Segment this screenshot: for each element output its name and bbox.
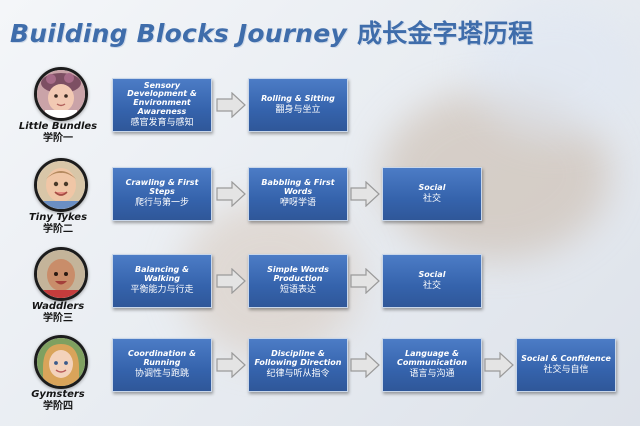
step-label: Sensory Development & Environment Awaren… [127,80,197,116]
level-name: Gymsters [31,389,85,400]
step-label-zh: 社交 [422,193,441,204]
arrow-right-icon [216,92,246,118]
page-title: Building Blocks Journey 成长金字塔历程 [10,14,533,50]
step-label-zh: 纪律与听从指令 [266,368,330,379]
step-box: Social 社交 [382,167,482,221]
step-box: Crawling & First Steps 爬行与第一步 [112,167,212,221]
level-name-zh: 学阶三 [43,312,73,324]
arrow-right-icon [350,352,380,378]
step-box: Social 社交 [382,254,482,308]
step-label-zh: 语言与沟通 [409,368,455,379]
level-label: Tiny Tykes 学阶二 [16,212,100,235]
step-label-zh: 感官发育与感知 [130,117,194,128]
avatar-tiny-tykes [34,158,88,212]
avatar-little-bundles [34,67,88,121]
step-label-zh: 协调性与跑跳 [134,368,189,379]
step-label-zh: 爬行与第一步 [134,197,189,208]
step-label-zh: 平衡能力与行走 [130,284,194,295]
level-name-zh: 学阶一 [43,132,73,144]
step-label-zh: 社交 [422,280,441,291]
step-label: Discipline & Following Direction [254,349,342,368]
step-box: Rolling & Sitting 翻身与坐立 [248,78,348,132]
arrow-right-icon [216,181,246,207]
step-box: Coordination & Running 协调性与跑跳 [112,338,212,392]
step-label-zh: 社交与自信 [543,364,589,375]
baby-photo-icon [37,70,85,118]
background-glow [470,0,640,140]
level-name-zh: 学阶四 [43,400,73,412]
child-photo-icon [37,338,85,386]
step-box: Simple Words Production 短语表达 [248,254,348,308]
step-label: Rolling & Sitting [261,93,335,103]
step-label-zh: 咿呀学语 [279,197,316,208]
level-label: Gymsters 学阶四 [16,389,100,412]
step-box: Babbling & First Words 咿呀学语 [248,167,348,221]
step-label-zh: 短语表达 [279,284,316,295]
level-name: Little Bundles [18,121,98,132]
step-label: Babbling & First Words [261,178,335,197]
step-box: Sensory Development & Environment Awaren… [112,78,212,132]
avatar-waddlers [34,247,88,301]
step-box: Language & Communication 语言与沟通 [382,338,482,392]
step-label: Coordination & Running [128,349,196,368]
level-name: Tiny Tykes [28,212,88,223]
step-label-zh: 翻身与坐立 [275,104,321,115]
step-label: Crawling & First Steps [125,178,199,197]
title-en: Building Blocks Journey [10,19,347,48]
step-box: Social & Confidence 社交与自信 [516,338,616,392]
step-box: Balancing & Walking 平衡能力与行走 [112,254,212,308]
arrow-right-icon [350,181,380,207]
step-label: Social [418,182,446,192]
baby-photo-icon [37,161,85,209]
level-name-zh: 学阶二 [43,223,73,235]
step-label: Language & Communication [396,349,468,368]
level-label: Waddlers 学阶三 [16,301,100,324]
toddler-photo-icon [37,250,85,298]
arrow-right-icon [350,268,380,294]
level-name: Waddlers [31,301,85,312]
level-label: Little Bundles 学阶一 [16,121,100,144]
title-zh: 成长金字塔历程 [356,19,534,48]
arrow-right-icon [216,352,246,378]
step-label: Simple Words Production [267,265,329,284]
arrow-right-icon [216,268,246,294]
step-label: Balancing & Walking [135,265,189,284]
step-label: Social & Confidence [521,353,611,363]
step-box: Discipline & Following Direction 纪律与听从指令 [248,338,348,392]
step-label: Social [418,269,446,279]
arrow-right-icon [484,352,514,378]
avatar-gymsters [34,335,88,389]
